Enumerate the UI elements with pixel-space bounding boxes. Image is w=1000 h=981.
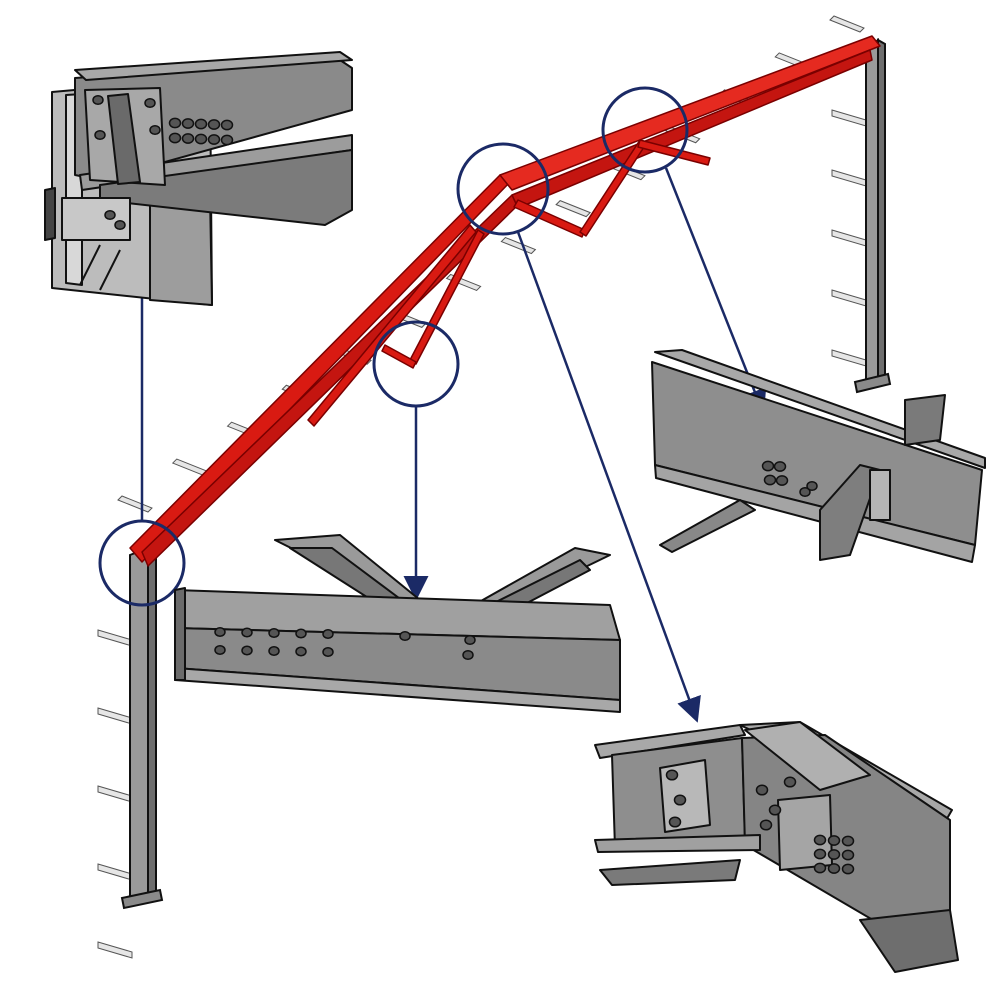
eave-bolt-group (92, 94, 234, 231)
right-column (853, 37, 892, 394)
purlin (97, 863, 133, 881)
purlin (831, 289, 867, 307)
purlin (831, 349, 867, 367)
arrow-apex (516, 231, 701, 723)
bolt (761, 460, 775, 472)
bolt (841, 863, 855, 875)
bolt (755, 784, 769, 796)
bolt (806, 480, 818, 492)
bolt (214, 645, 226, 655)
detail-apex (594, 721, 959, 973)
top-chord-bolt-group (761, 460, 818, 498)
purlin (171, 458, 208, 476)
bolt (194, 118, 208, 130)
bolt (759, 819, 773, 831)
bolt (799, 486, 811, 498)
bolt (94, 129, 106, 141)
callout-top-chord (601, 86, 689, 174)
purlin (97, 785, 133, 803)
top-chord-right (499, 35, 881, 191)
purlin (829, 15, 865, 33)
purlin (117, 495, 153, 513)
bottom-chord-right (511, 49, 873, 209)
bolt (295, 646, 307, 657)
bolt (144, 97, 156, 109)
detail-eave (44, 51, 353, 306)
purlin (831, 229, 867, 247)
left-column (120, 546, 164, 910)
purlin (555, 200, 592, 218)
web-member-6 (381, 344, 417, 369)
bolt (827, 863, 841, 874)
bolt (241, 645, 253, 656)
red-truss (129, 35, 881, 567)
purlin (500, 236, 537, 255)
bolt (841, 849, 855, 861)
bolt (295, 628, 307, 639)
bolt (775, 475, 789, 486)
detail-bottom-chord (174, 534, 621, 713)
bolt (464, 634, 476, 646)
bolt (827, 835, 841, 846)
bolt (783, 776, 797, 788)
web-member-5 (637, 139, 711, 166)
bottom-chord-bolt-group (214, 627, 476, 661)
purlin (97, 707, 133, 725)
bolt (168, 132, 182, 144)
arrow-top-chord (664, 167, 767, 415)
purlins-right (831, 109, 867, 367)
bolt (763, 474, 777, 486)
web-member-3 (513, 199, 586, 238)
bolt (181, 118, 195, 129)
purlin (97, 629, 133, 647)
purlin (831, 169, 867, 187)
detail-top-chord (651, 349, 986, 563)
bolt (104, 209, 116, 221)
bolt (673, 794, 687, 806)
web-member-1 (307, 224, 477, 427)
bolt (322, 629, 334, 639)
bolt (841, 835, 855, 847)
bolt (773, 461, 787, 472)
callout-apex (456, 142, 550, 236)
bolt (268, 646, 280, 656)
bolt (813, 848, 827, 860)
bolt (768, 804, 782, 816)
bolt (462, 649, 474, 661)
bolt (813, 862, 827, 874)
bolt (268, 628, 280, 638)
purlin (831, 109, 867, 127)
bolt (220, 134, 234, 146)
bolt (665, 769, 679, 781)
bolt (207, 119, 221, 130)
bolt (181, 133, 195, 144)
bolt (207, 134, 221, 145)
bolt (399, 630, 411, 642)
bolt (813, 834, 827, 846)
bolt (827, 849, 841, 860)
bolt (668, 816, 682, 828)
bolt (92, 94, 104, 106)
bolt (168, 117, 182, 129)
apex-bolt-group (665, 769, 855, 875)
bolt (322, 647, 334, 657)
bolt (114, 219, 126, 231)
bolt (220, 119, 234, 131)
bolt (149, 124, 161, 136)
bolt (241, 627, 253, 638)
bolt (194, 133, 208, 145)
bolt (214, 627, 226, 637)
callout-arrows (129, 135, 767, 723)
purlin (97, 941, 133, 959)
